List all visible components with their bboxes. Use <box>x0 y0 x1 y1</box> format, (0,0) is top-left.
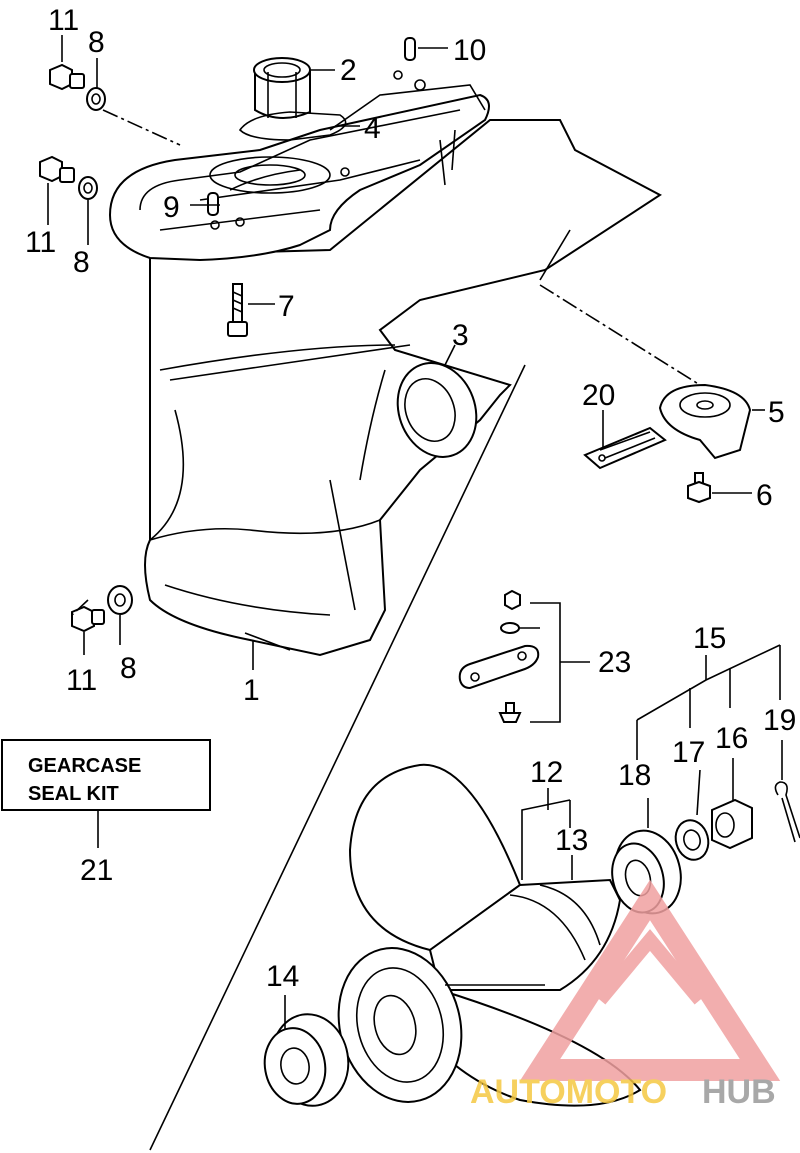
anode-20 <box>583 426 667 470</box>
anode-assembly-23 <box>458 589 540 723</box>
mounting-flange <box>108 70 490 262</box>
plug-screw-11-mid <box>39 155 75 183</box>
callout-12: 12 <box>530 756 563 789</box>
callout-10: 10 <box>453 34 486 67</box>
callout-23: 23 <box>598 646 631 679</box>
callout-20: 20 <box>582 379 615 412</box>
callout-11-top: 11 <box>48 4 79 37</box>
driveshaft-bushing <box>253 57 311 119</box>
callout-5: 5 <box>768 396 785 429</box>
washer-8-top <box>86 87 106 111</box>
callout-9: 9 <box>163 191 180 224</box>
plug-screw-11-low <box>71 605 105 633</box>
callout-1: 1 <box>243 674 260 707</box>
bolt-6 <box>687 472 711 504</box>
dowel-pin-9 <box>207 192 219 216</box>
watermark-text-2: HUB <box>702 1073 776 1111</box>
callout-13: 13 <box>555 824 588 857</box>
callout-8-low: 8 <box>120 652 137 685</box>
callout-16: 16 <box>715 722 748 755</box>
washer-17 <box>674 819 710 861</box>
callout-labels: 11 8 2 4 10 9 11 8 7 3 20 5 6 23 15 11 8… <box>25 4 796 993</box>
washer-8-low <box>107 585 133 615</box>
cotter-pin-19 <box>774 781 800 843</box>
callout-14: 14 <box>266 960 299 993</box>
callout-11-low: 11 <box>66 664 97 697</box>
callout-19: 19 <box>763 704 796 737</box>
spacer-14 <box>263 1013 350 1107</box>
callout-11-mid: 11 <box>25 226 56 259</box>
watermark-text-1: AUTOMOTO <box>470 1073 667 1111</box>
guide-line <box>149 364 526 1151</box>
gasket <box>238 111 347 141</box>
callout-15: 15 <box>693 622 726 655</box>
kit-box-line2: SEAL KIT <box>28 783 119 805</box>
seal-3 <box>396 362 478 458</box>
plug-screw-11-top <box>49 63 85 91</box>
bolt-7 <box>227 283 248 337</box>
leader-lines <box>47 35 783 1030</box>
washer-8-mid <box>78 176 98 200</box>
callout-21: 21 <box>80 854 113 887</box>
callout-18: 18 <box>618 759 651 792</box>
callout-2: 2 <box>340 54 357 87</box>
callout-17: 17 <box>672 736 705 769</box>
gearcase-seal-kit-box: GEARCASE SEAL KIT <box>1 739 211 811</box>
callout-8-mid: 8 <box>73 246 90 279</box>
callout-7: 7 <box>278 290 295 323</box>
kit-box-line1: GEARCASE <box>28 755 141 777</box>
dowel-pin-10 <box>404 37 416 61</box>
trim-tab-5 <box>658 383 752 460</box>
prop-nut-16 <box>711 798 753 850</box>
callout-3: 3 <box>452 319 469 352</box>
callout-4: 4 <box>364 112 381 145</box>
callout-8-top: 8 <box>88 26 105 59</box>
automotohub-logo: AUTOMOTO HUB <box>470 879 781 1111</box>
callout-6: 6 <box>756 479 773 512</box>
